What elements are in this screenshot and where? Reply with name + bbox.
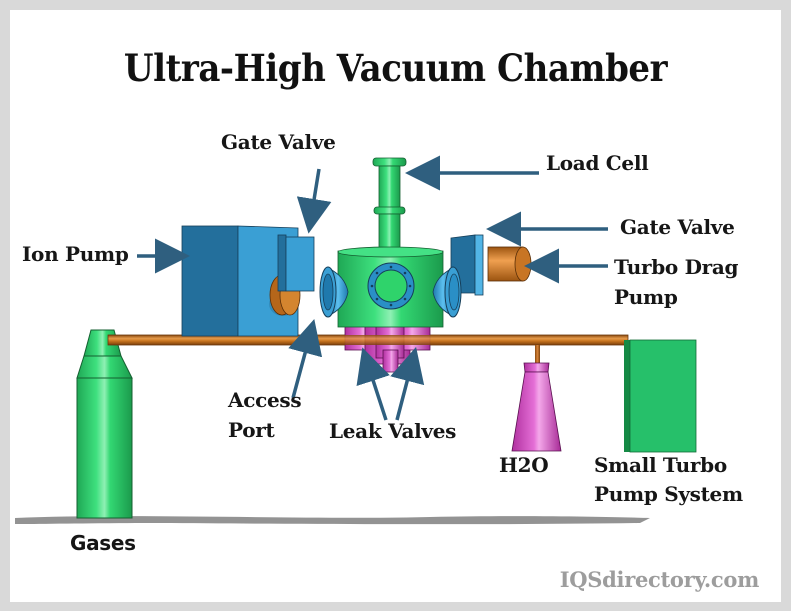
h2o-flask (511, 362, 562, 452)
label-small-turbo-line2: Pump System (594, 482, 743, 506)
right-port-flange (432, 266, 462, 318)
vacuum-chamber-illustration (15, 155, 697, 525)
arrow-leak-valve-1 (356, 347, 390, 421)
label-turbo-drag-pump-line1: Turbo Drag (614, 255, 739, 279)
small-turbo-box (624, 339, 697, 453)
label-turbo-drag-pump-line2: Pump (614, 285, 678, 309)
label-access-port-line2: Port (228, 418, 275, 442)
label-gate-valve-right: Gate Valve (620, 215, 735, 239)
turbo-drag-pump (487, 246, 532, 282)
label-gases: Gases (70, 531, 136, 555)
h2o-pipe (535, 345, 540, 363)
label-h2o: H2O (499, 453, 549, 477)
ground-shadow (15, 516, 650, 525)
label-small-turbo-line1: Small Turbo (594, 453, 727, 477)
vacuum-chamber (337, 246, 444, 328)
arrow-access-port (288, 318, 323, 399)
label-ion-pump: Ion Pump (22, 242, 129, 266)
arrow-gate-valve-left (296, 168, 332, 234)
load-cell (372, 157, 407, 251)
arrow-leak-valve-2 (390, 346, 425, 421)
label-load-cell: Load Cell (546, 151, 649, 175)
diagram-title: Ultra-High Vacuum Chamber (123, 46, 668, 90)
left-gate-valve (277, 234, 315, 292)
access-port-flange (319, 266, 349, 318)
label-leak-valves: Leak Valves (329, 419, 457, 443)
watermark: IQSdirectory.com (559, 567, 760, 592)
leak-valves (344, 319, 431, 373)
diagram-canvas: Ultra-High Vacuum Chamber (10, 10, 781, 602)
label-gate-valve-left: Gate Valve (221, 130, 336, 154)
gas-cylinder (76, 329, 133, 519)
label-access-port-line1: Access (228, 388, 302, 412)
callout-arrows (137, 155, 608, 421)
